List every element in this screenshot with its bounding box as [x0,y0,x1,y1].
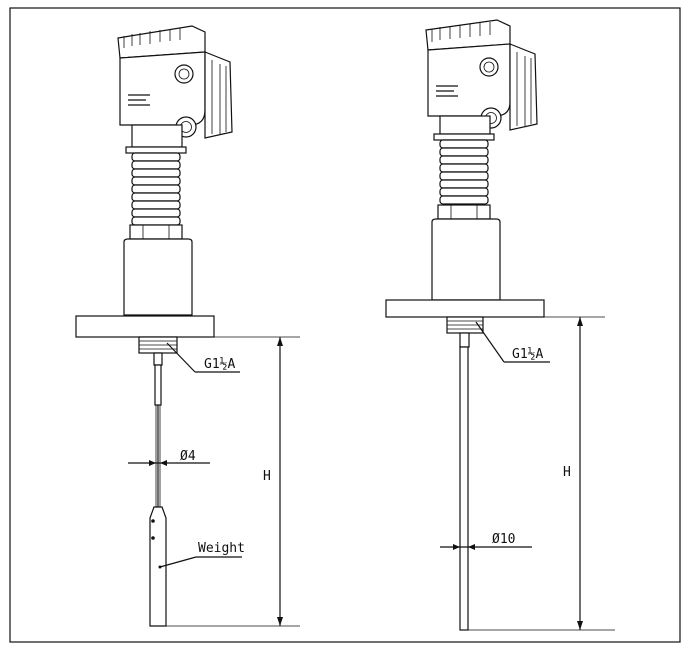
left-gland-upper [174,64,194,84]
right-bellows [439,139,489,205]
left-height-label: H [263,469,271,484]
left-housing-body [119,51,206,126]
drawing-border [9,7,681,643]
right-flange [385,299,545,318]
left-connection-label: G1½A [204,357,235,372]
right-instrument: G1½A Ø10 H [385,19,615,631]
right-housing-body [427,43,511,117]
right-electronics-can [431,218,501,301]
left-bellows [131,152,181,226]
left-flange [75,315,215,338]
right-diameter-label: Ø10 [492,532,515,547]
right-rod [459,346,469,631]
left-housing-side [204,51,233,139]
left-weight-label: Weight [198,541,245,556]
right-connection-label: G1½A [512,347,543,362]
right-housing-cap [425,19,511,51]
right-housing-side [509,43,538,131]
right-gland-upper [479,57,499,77]
left-diameter-label: Ø4 [180,449,196,464]
left-instrument: G1½A Ø4 Weight H [75,25,300,627]
left-electronics-can [123,238,193,316]
right-height-label: H [563,465,571,480]
